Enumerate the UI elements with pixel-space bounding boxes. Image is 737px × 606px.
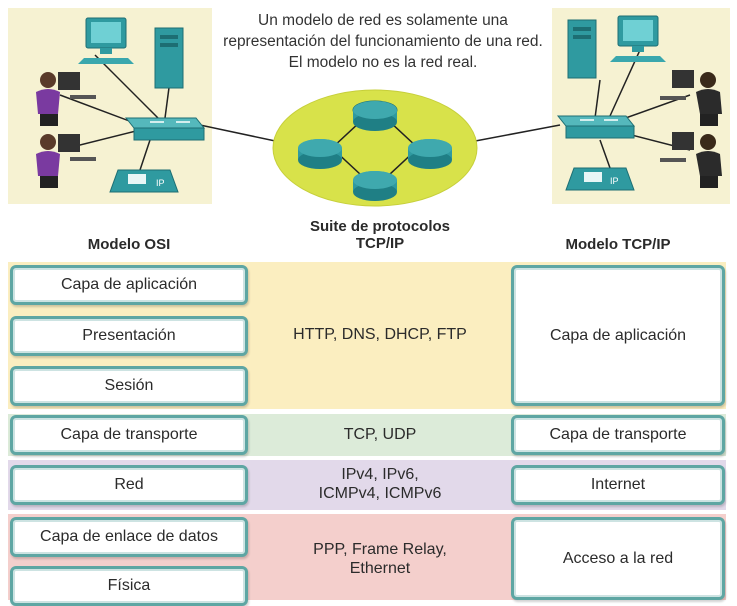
router-icon — [408, 139, 452, 169]
network-illustration: IP — [8, 8, 730, 207]
osi-layer-session: Sesión — [10, 366, 248, 406]
user-workstation-icon — [36, 72, 96, 126]
protocol-suite-heading-line1: Suite de protocolos — [309, 218, 450, 235]
desktop-computer-icon — [610, 15, 666, 62]
ip-phone-icon: IP — [565, 167, 635, 191]
ip-phone-icon: IP — [109, 169, 179, 193]
tcpip-layer-transport: Capa de transporte — [511, 415, 725, 455]
svg-text:IP: IP — [156, 178, 165, 188]
osi-layer-physical: Física — [10, 566, 248, 606]
user-workstation-icon — [660, 132, 722, 188]
protocols-link: PPP, Frame Relay, Ethernet — [313, 541, 447, 577]
desktop-computer-icon — [78, 17, 134, 64]
user-workstation-icon — [660, 70, 722, 126]
osi-layer-network: Red — [10, 465, 248, 505]
protocols-application: HTTP, DNS, DHCP, FTP — [293, 326, 467, 343]
router-icon — [353, 171, 397, 201]
svg-text:IP: IP — [610, 176, 619, 186]
osi-layer-transport: Capa de transporte — [10, 415, 248, 455]
switch-icon — [124, 117, 206, 141]
user-workstation-icon — [36, 134, 96, 188]
tcpip-layer-application: Capa de aplicación — [511, 265, 725, 406]
osi-layer-data-link: Capa de enlace de datos — [10, 517, 248, 557]
osi-model-heading: Modelo OSI — [87, 236, 171, 253]
router-icon — [298, 139, 342, 169]
osi-layer-application: Capa de aplicación — [10, 265, 248, 305]
router-icon — [352, 100, 398, 131]
protocol-suite-heading-line2: TCP/IP — [355, 235, 405, 252]
server-icon — [567, 19, 597, 79]
tcpip-layer-internet: Internet — [511, 465, 725, 505]
protocols-network: IPv4, IPv6, ICMPv4, ICMPv6 — [318, 466, 442, 502]
protocols-transport: TCP, UDP — [343, 426, 417, 443]
tcpip-layer-network-access: Acceso a la red — [511, 517, 725, 600]
tcpip-model-heading: Modelo TCP/IP — [565, 236, 671, 253]
protocol-suite-heading: Suite de protocolos TCP/IP — [252, 218, 508, 252]
server-icon — [154, 27, 184, 89]
diagram-caption: Un modelo de red es solamente una repres… — [223, 12, 543, 71]
osi-layer-presentation: Presentación — [10, 316, 248, 356]
switch-icon — [556, 115, 636, 139]
